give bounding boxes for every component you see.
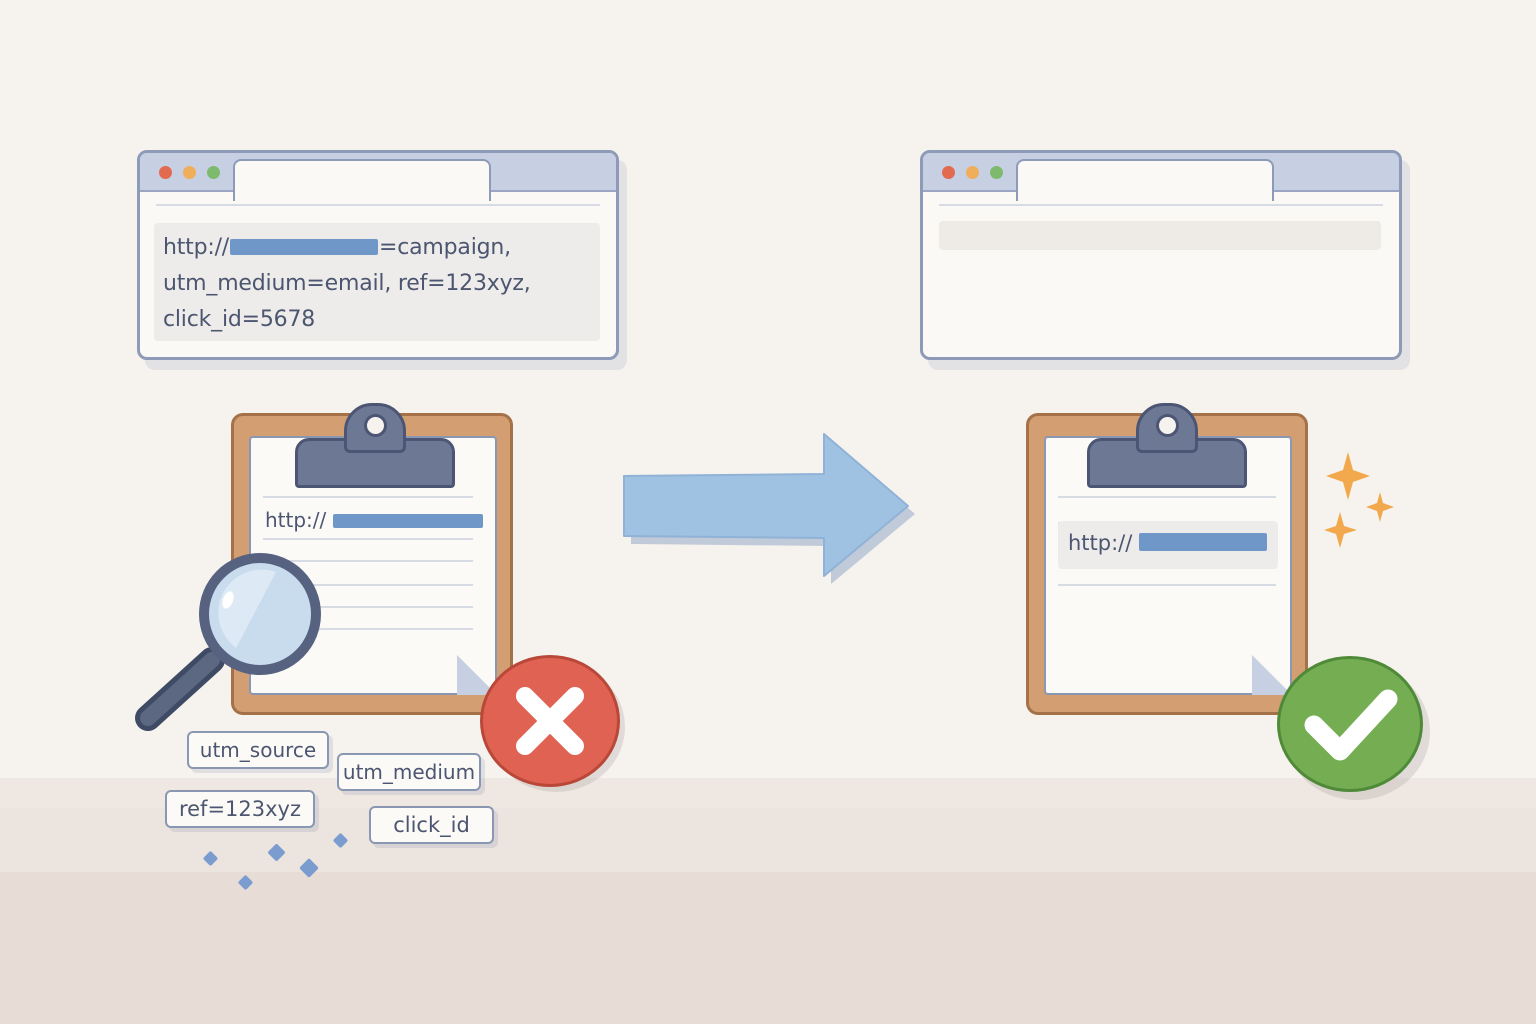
paper-rule [263, 628, 473, 630]
param-tag-utm-medium: utm_medium [337, 753, 481, 791]
minimize-dot-icon [183, 166, 196, 179]
url-suffix: =campaign, [379, 235, 511, 260]
transform-arrow-icon [623, 433, 915, 584]
paper-rule [263, 606, 473, 608]
param-tag-click-id: click_id [369, 806, 494, 844]
minimize-dot-icon [966, 166, 979, 179]
close-dot-icon [159, 166, 172, 179]
magnifying-glass-icon [135, 553, 321, 731]
address-divider [939, 204, 1383, 206]
url-line-3: click_id=5678 [163, 307, 316, 332]
paper-rule [1058, 584, 1276, 586]
browser-tab [233, 159, 491, 201]
clip-top [344, 403, 406, 453]
floor-base [0, 872, 1536, 1024]
clip-hole [1156, 414, 1179, 437]
browser-tab [1016, 159, 1274, 201]
empty-url-box [939, 221, 1381, 250]
param-tag-utm-source: utm_source [187, 731, 329, 769]
close-dot-icon [942, 166, 955, 179]
clean-url-bar [1139, 533, 1268, 551]
browser-window-before: http:// =campaign, utm_medium=email, ref=… [137, 150, 619, 360]
maximize-dot-icon [990, 166, 1003, 179]
url-line-2: utm_medium=email, ref=123xyz, [163, 271, 531, 296]
sparkle-icon [1324, 452, 1394, 548]
param-tag-ref: ref=123xyz [165, 790, 315, 828]
clip-top [1136, 403, 1198, 453]
paper-rule [263, 496, 473, 498]
paper-url: http:// [1068, 531, 1268, 555]
paper-fold [1252, 655, 1292, 695]
check-mark-icon [1304, 689, 1398, 761]
paper-rule [263, 538, 473, 540]
success-badge [1277, 656, 1423, 792]
clipboard-clip [295, 403, 455, 488]
clean-url-card: http:// [1058, 521, 1278, 569]
redacted-domain-bar [230, 239, 378, 255]
error-badge [480, 655, 620, 787]
redacted-url-bar [332, 514, 483, 528]
paper-url-prefix: http:// [1068, 531, 1133, 555]
clipboard-after: http:// [1026, 403, 1308, 715]
address-divider [156, 204, 600, 206]
tracking-url-box: http:// =campaign, utm_medium=email, ref=… [154, 223, 600, 341]
paper-rule [263, 560, 473, 562]
paper-rule [263, 584, 473, 586]
url-line-1: http:// =campaign, [163, 235, 511, 260]
url-prefix: http:// [163, 235, 229, 260]
maximize-dot-icon [207, 166, 220, 179]
clipboard-clip [1087, 403, 1247, 488]
paper-rule [1058, 496, 1276, 498]
x-mark-icon [516, 687, 584, 755]
paper-url: http:// [265, 508, 483, 532]
browser-window-after [920, 150, 1402, 360]
paper-url-prefix: http:// [265, 508, 327, 532]
clip-hole [364, 414, 387, 437]
